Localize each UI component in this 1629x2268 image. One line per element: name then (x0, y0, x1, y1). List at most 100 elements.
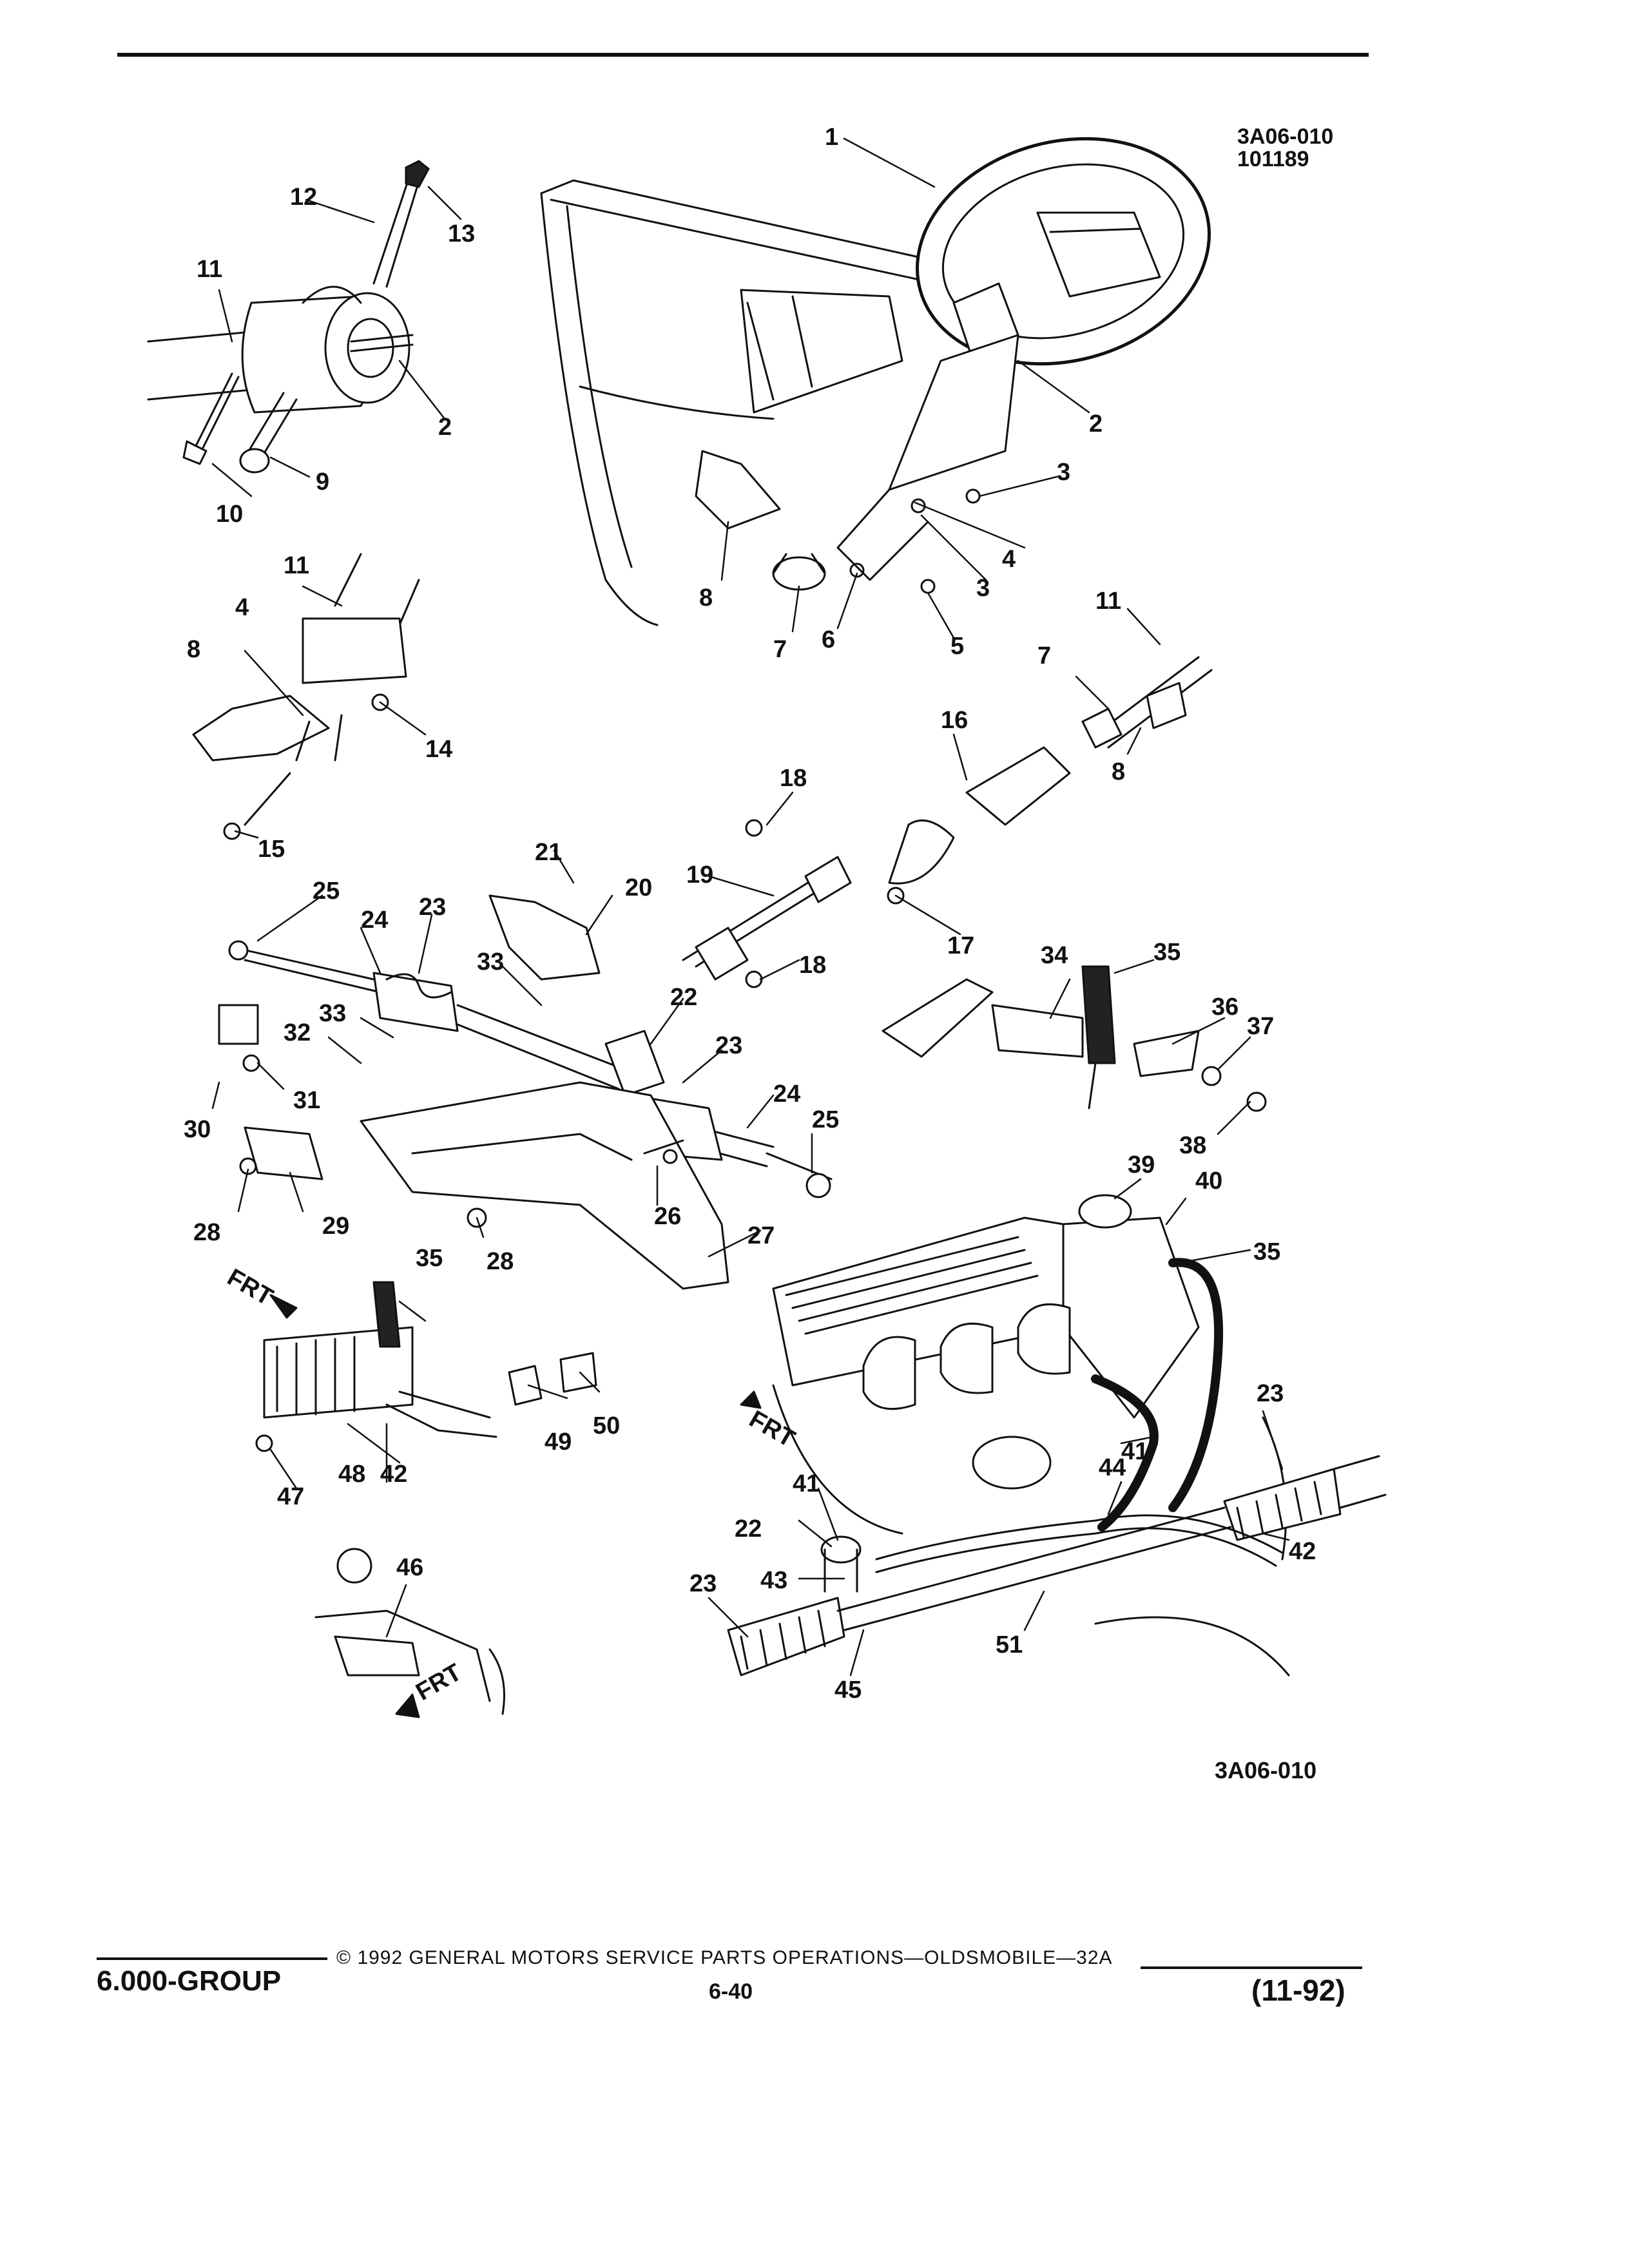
callout-43: 43 (760, 1567, 787, 1594)
callout-10: 10 (216, 501, 243, 528)
callout-3a: 3 (1057, 459, 1070, 486)
callout-50: 50 (593, 1412, 620, 1439)
inset-hose-clip (255, 1281, 597, 1452)
callout-14: 14 (425, 736, 452, 763)
callout-2a: 2 (438, 414, 452, 441)
callout-8b: 8 (187, 636, 200, 663)
callout-28a: 28 (193, 1219, 220, 1246)
footer-copyright: © 1992 GENERAL MOTORS SERVICE PARTS OPER… (336, 1947, 1113, 1968)
frt-label-3: FRT (412, 1658, 467, 1706)
callout-5: 5 (950, 633, 964, 660)
callout-39: 39 (1128, 1151, 1155, 1178)
inset-mount (314, 1548, 505, 1715)
callout-31: 31 (293, 1087, 320, 1114)
callout-42b: 42 (380, 1461, 407, 1488)
callout-20: 20 (625, 874, 652, 901)
callout-22a: 22 (670, 984, 697, 1011)
callout-9: 9 (316, 468, 329, 495)
footer-page-number: 6-40 (709, 1979, 753, 2004)
callout-45: 45 (834, 1677, 862, 1704)
exploded-parts-diagram: 1 2 2 3 3 4 4 5 6 7 7 8 8 8 9 10 11 11 1… (147, 124, 1387, 1783)
rack-and-pinion (218, 894, 833, 1290)
callout-41b: 41 (793, 1470, 820, 1497)
inset-bracket (192, 553, 420, 840)
callout-8c: 8 (1112, 758, 1125, 785)
callout-11b: 11 (284, 552, 309, 579)
callout-35a: 35 (1153, 939, 1181, 966)
callout-24a: 24 (361, 907, 388, 934)
callout-18a: 18 (780, 765, 807, 792)
callout-41a: 41 (1121, 1438, 1148, 1465)
callout-23d: 23 (689, 1570, 717, 1597)
callout-23b: 23 (715, 1032, 742, 1059)
callout-7a: 7 (773, 636, 787, 663)
callout-40: 40 (1195, 1168, 1222, 1195)
callout-23c: 23 (1257, 1380, 1284, 1407)
callout-49: 49 (545, 1428, 572, 1456)
frt-label-2: FRT (745, 1405, 800, 1452)
callout-48: 48 (338, 1461, 365, 1488)
callout-11a: 11 (197, 256, 222, 283)
figure-ref-code: 3A06-010 (1237, 124, 1334, 149)
callout-47: 47 (277, 1483, 304, 1510)
frt-arrow-3 (395, 1693, 420, 1718)
callout-12: 12 (290, 184, 317, 211)
callout-3b: 3 (976, 575, 990, 602)
callout-26: 26 (654, 1203, 681, 1230)
callout-21: 21 (535, 839, 562, 866)
callout-24b: 24 (773, 1081, 800, 1108)
callout-7b: 7 (1037, 642, 1051, 669)
callout-37: 37 (1247, 1013, 1274, 1040)
callout-29: 29 (322, 1213, 349, 1240)
hose-bracket (882, 965, 1267, 1112)
callout-11c: 11 (1095, 588, 1121, 615)
callout-4b: 4 (235, 594, 249, 621)
callout-18b: 18 (799, 952, 826, 979)
footer-group: 6.000-GROUP (97, 1965, 282, 1997)
callout-15: 15 (258, 836, 285, 863)
footer-rule-left (97, 1957, 327, 1960)
footer-rule-right (1141, 1966, 1362, 1969)
footer-date: (11-92) (1251, 1974, 1345, 2007)
callout-38: 38 (1179, 1132, 1206, 1159)
callout-33b: 33 (319, 1000, 346, 1027)
callout-6: 6 (822, 626, 835, 653)
callout-17: 17 (947, 932, 974, 959)
intermediate-shaft (682, 656, 1213, 988)
callout-30: 30 (184, 1116, 211, 1143)
callout-46: 46 (396, 1554, 423, 1581)
callout-16: 16 (941, 707, 968, 734)
callout-35b: 35 (1253, 1238, 1280, 1265)
frt-label-1: FRT (223, 1264, 278, 1311)
callout-42a: 42 (1289, 1538, 1316, 1565)
callout-25a: 25 (313, 878, 340, 905)
callout-34: 34 (1041, 942, 1068, 969)
engine-assembly (727, 1194, 1387, 1677)
diagram-bottom-ref: 3A06-010 (1215, 1757, 1316, 1783)
frt-arrow-1 (269, 1294, 298, 1319)
frt-arrow-2 (740, 1390, 762, 1409)
figure-ref-date: 101189 (1237, 147, 1309, 171)
callout-13: 13 (448, 220, 475, 247)
callout-27: 27 (747, 1222, 775, 1249)
callout-28b: 28 (487, 1248, 514, 1275)
callout-51: 51 (996, 1631, 1023, 1658)
main-column-wheel (540, 137, 1211, 626)
callout-2b: 2 (1089, 410, 1103, 437)
callout-4a: 4 (1002, 546, 1016, 573)
callout-8a: 8 (699, 584, 713, 611)
callout-32: 32 (284, 1019, 311, 1046)
callout-44: 44 (1099, 1454, 1126, 1481)
inset-column-lever (147, 160, 430, 474)
top-rule (117, 53, 1369, 57)
leader-lines (211, 137, 1290, 1677)
callout-33a: 33 (477, 948, 504, 975)
callout-22b: 22 (735, 1515, 762, 1542)
callout-25b: 25 (812, 1106, 839, 1133)
callout-19: 19 (686, 861, 713, 889)
callout-1: 1 (825, 124, 838, 151)
callout-36: 36 (1211, 994, 1239, 1021)
callout-labels: 1 2 2 3 3 4 4 5 6 7 7 8 8 8 9 10 11 11 1… (184, 124, 1316, 1783)
callout-35c: 35 (416, 1245, 443, 1272)
callout-23a: 23 (419, 894, 446, 921)
